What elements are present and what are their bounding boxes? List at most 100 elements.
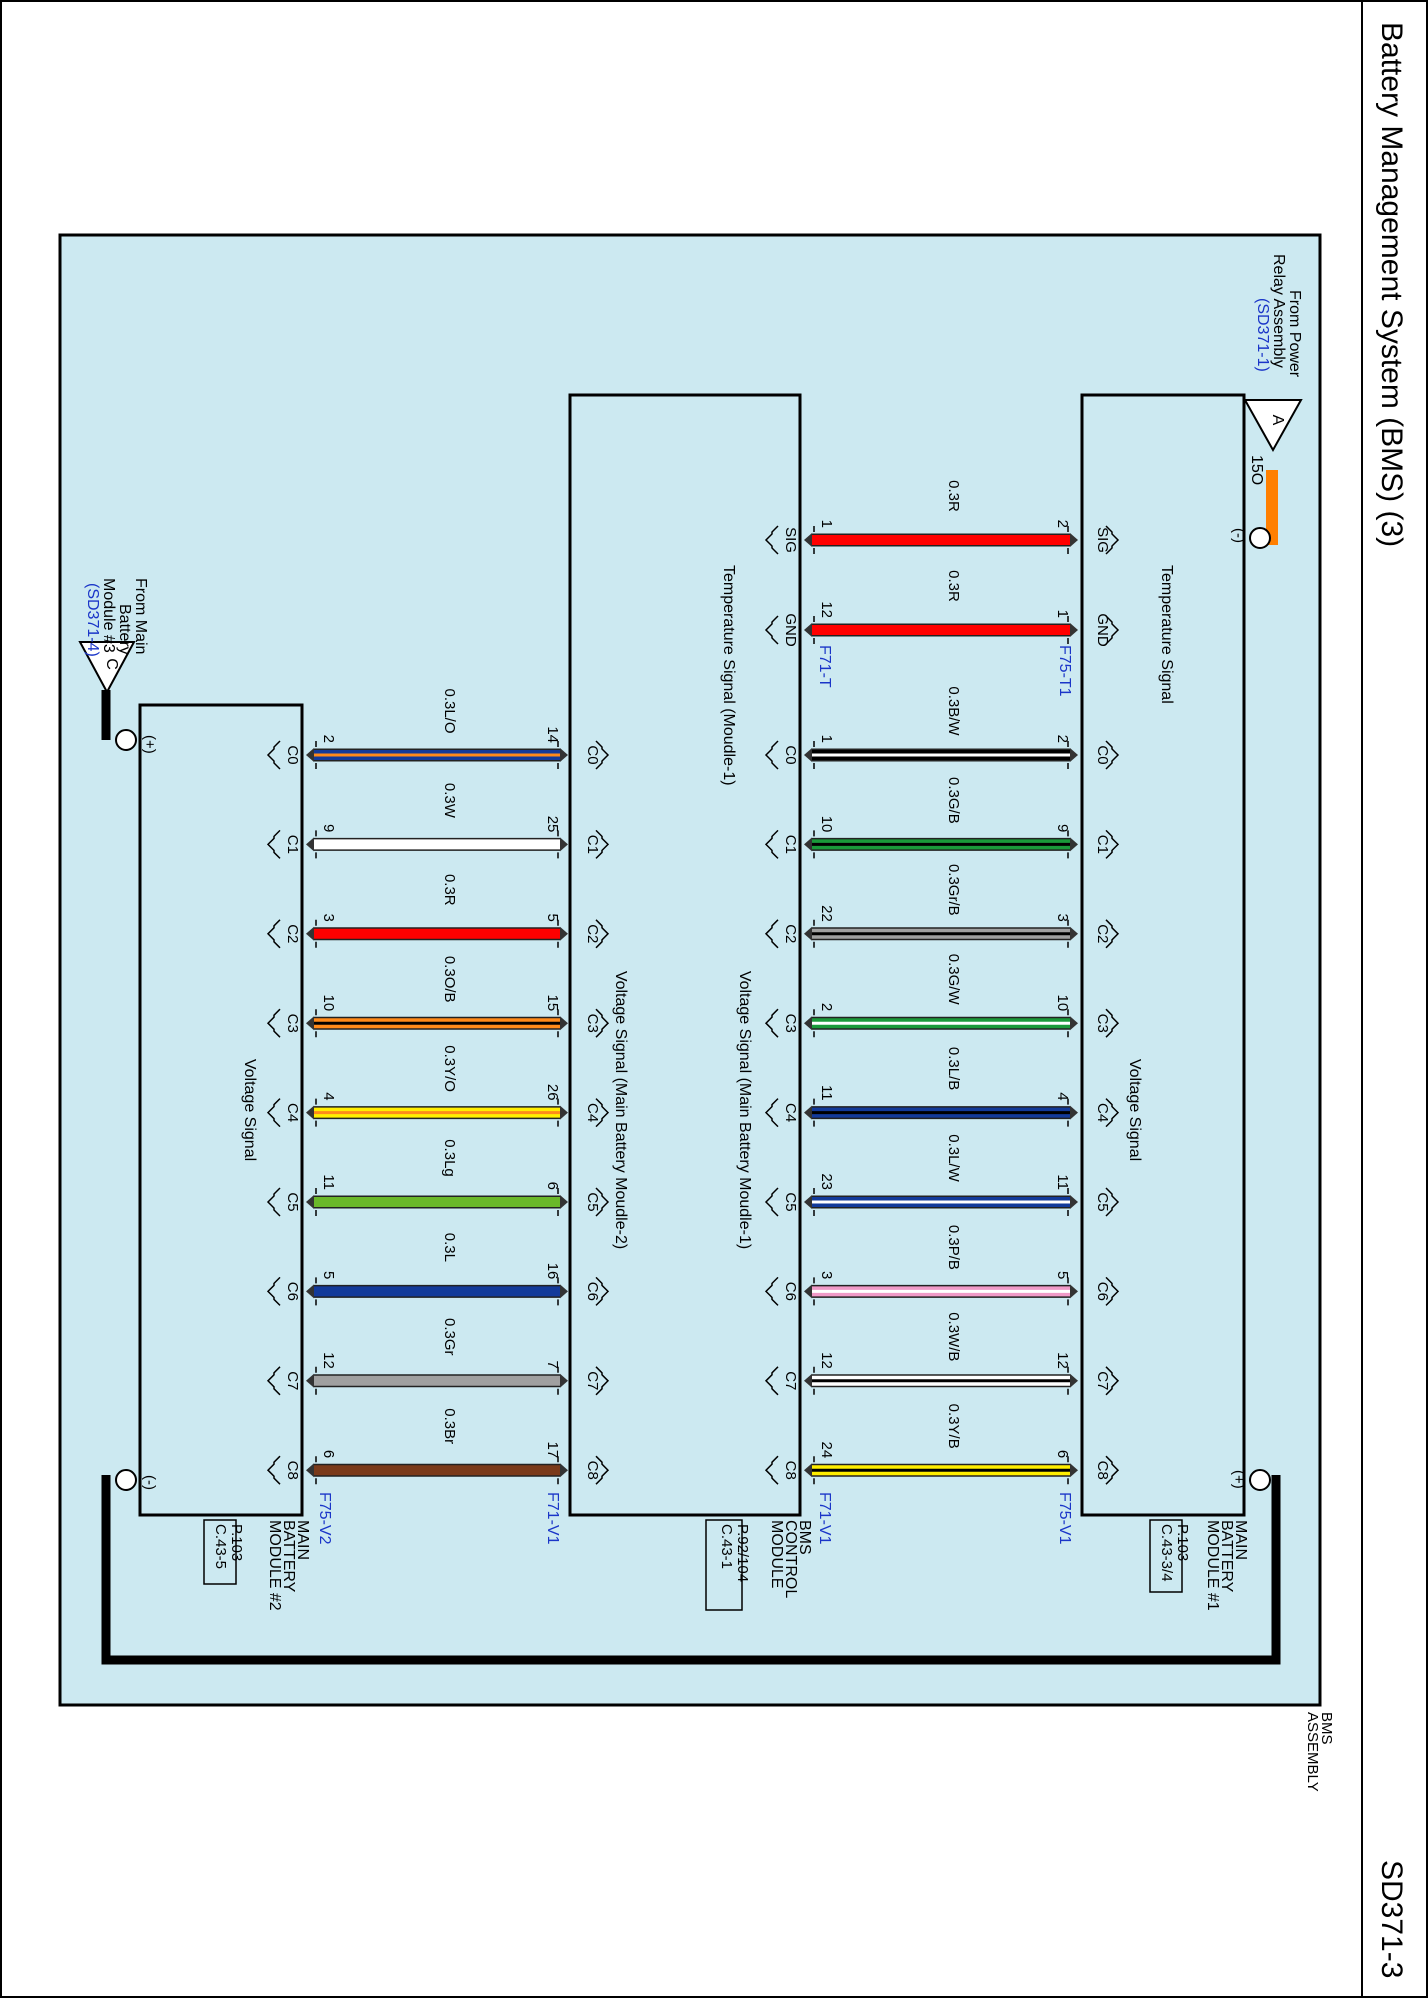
pin-number-left: 12 — [818, 601, 835, 618]
pin-number-right: 15 — [544, 995, 561, 1012]
pin-brace-left — [266, 1276, 281, 1306]
bms-volt2-group: Voltage Signal (Main Battery Moudle-2) — [612, 971, 629, 1249]
pin-label-left: C0 — [284, 745, 301, 764]
wire-gauge-label: 0.3Y/B — [945, 1404, 962, 1449]
pin-number-left: 11 — [320, 1174, 337, 1190]
pin-brace-right — [1105, 525, 1120, 555]
wire-gauge-label: 0.3L — [441, 1233, 458, 1262]
pin-arrow — [804, 1105, 812, 1120]
module2-minus-terminal — [115, 1469, 137, 1491]
bms-temp-connector[interactable]: F71-T — [816, 645, 833, 688]
module2-page-ref-box — [203, 1519, 237, 1585]
pin-number-left: 1 — [818, 520, 835, 528]
bms-page-ref[interactable]: P.92/104 — [734, 1524, 751, 1582]
pin-brace-right — [1105, 1366, 1120, 1396]
pin-label-left: C6 — [284, 1282, 301, 1301]
pin-arrow — [306, 1463, 314, 1478]
pin-arrow — [306, 837, 314, 852]
pin-label-left: C1 — [284, 835, 301, 854]
wire-gauge-label: 0.3Br — [441, 1408, 458, 1444]
pin-label-left: C5 — [782, 1192, 799, 1211]
module2-volt-connector[interactable]: F75-V2 — [316, 1492, 333, 1545]
bms-volt1-connector[interactable]: F71-V1 — [816, 1492, 833, 1545]
connector-c-ref[interactable]: (SD371-4) — [84, 583, 101, 657]
module2-label-line3: MODULE #2 — [266, 1520, 283, 1611]
bms-connector-ref[interactable]: C.43-1 — [718, 1524, 735, 1569]
bms-volt2-connector[interactable]: F71-V1 — [544, 1492, 561, 1545]
pin-arrow — [306, 748, 314, 762]
pin-brace-right — [595, 1008, 610, 1038]
pin-label-left: C6 — [782, 1282, 799, 1301]
page-code: SD371-3 — [1375, 1860, 1408, 1978]
connector-a-text-2: Relay Assembly — [1270, 254, 1287, 368]
pin-arrow — [1070, 623, 1078, 637]
pin-arrow — [804, 1463, 812, 1478]
pin-brace-right — [1105, 919, 1120, 949]
pin-arrow — [560, 1195, 568, 1209]
module1-minus-label: (-) — [1230, 528, 1247, 543]
pin-brace-left — [266, 1008, 281, 1038]
assembly-label-line1: BMS — [1318, 1712, 1335, 1745]
pin-number-right: 11 — [1054, 1174, 1071, 1190]
pin-number-left: 1 — [818, 735, 835, 743]
module1-plus-label: (+) — [1230, 1470, 1247, 1489]
module1-plus-terminal — [1249, 1469, 1271, 1491]
pin-brace-left — [266, 1187, 281, 1217]
pin-number-right: 3 — [1054, 913, 1071, 921]
module1-temp-connector[interactable]: F75-T1 — [1056, 645, 1073, 697]
connector-a-ref[interactable]: (SD371-1) — [1254, 298, 1271, 372]
module1-page-ref[interactable]: P.103 — [1174, 1524, 1191, 1561]
pin-arrow — [804, 1016, 812, 1031]
module2-volt-group: Voltage Signal — [241, 1059, 258, 1161]
pin-arrow — [1070, 1373, 1078, 1388]
pin-arrow — [560, 1016, 568, 1031]
module2-page-ref[interactable]: P.103 — [228, 1524, 245, 1561]
module1-connector-ref[interactable]: C.43-3/4 — [1158, 1524, 1175, 1582]
pin-number-right: 14 — [544, 726, 561, 743]
module2-label-line1: MAIN — [294, 1520, 311, 1560]
pin-label-right: C5 — [584, 1192, 601, 1211]
pin-number-right: 10 — [1054, 995, 1071, 1012]
connector-c-text-2: Battery — [116, 604, 133, 655]
module2-connector-ref[interactable]: C.43-5 — [212, 1524, 229, 1569]
module1-volt-connector[interactable]: F75-V1 — [1056, 1492, 1073, 1545]
pin-number-left: 4 — [320, 1092, 337, 1100]
pin-brace-left — [764, 829, 779, 859]
pin-arrow — [560, 748, 568, 762]
pin-number-left: 22 — [818, 905, 835, 922]
pin-brace-right — [595, 829, 610, 859]
pin-label-left: C4 — [782, 1103, 799, 1122]
pin-brace-left — [764, 1455, 779, 1485]
pin-label-left: C7 — [284, 1371, 301, 1390]
pin-label-left: C1 — [782, 835, 799, 854]
connector-a-text-1: From Power — [1286, 290, 1303, 378]
pin-label-right: C0 — [1094, 745, 1111, 764]
pin-number-left: 3 — [818, 1271, 835, 1279]
pin-number-left: 9 — [320, 824, 337, 832]
module2-box — [138, 703, 304, 1517]
pin-label-right: C8 — [584, 1461, 601, 1480]
pin-label-right: C8 — [1094, 1461, 1111, 1480]
module2-plus-terminal — [115, 729, 137, 751]
